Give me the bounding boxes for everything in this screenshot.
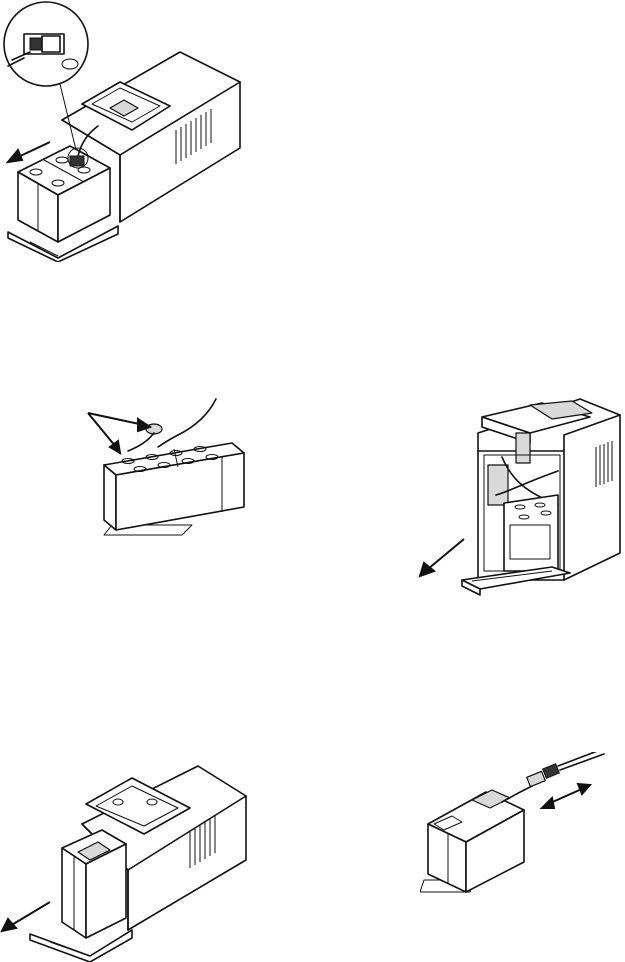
illustration-tower-battery-bay: [412, 395, 625, 605]
illustration-ups-battery-slide-out: [0, 760, 250, 962]
slide-out-arrow-icon: [2, 902, 50, 931]
illustration-battery-leads: [82, 395, 252, 545]
connect-disconnect-arrow-icon: [542, 784, 590, 808]
pull-out-arrow-icon: [420, 539, 464, 576]
connector-pointer-arrow-icon: [88, 413, 150, 453]
illustration-battery-connector: [420, 752, 625, 902]
illustration-ups-connector-detail: [0, 0, 245, 262]
